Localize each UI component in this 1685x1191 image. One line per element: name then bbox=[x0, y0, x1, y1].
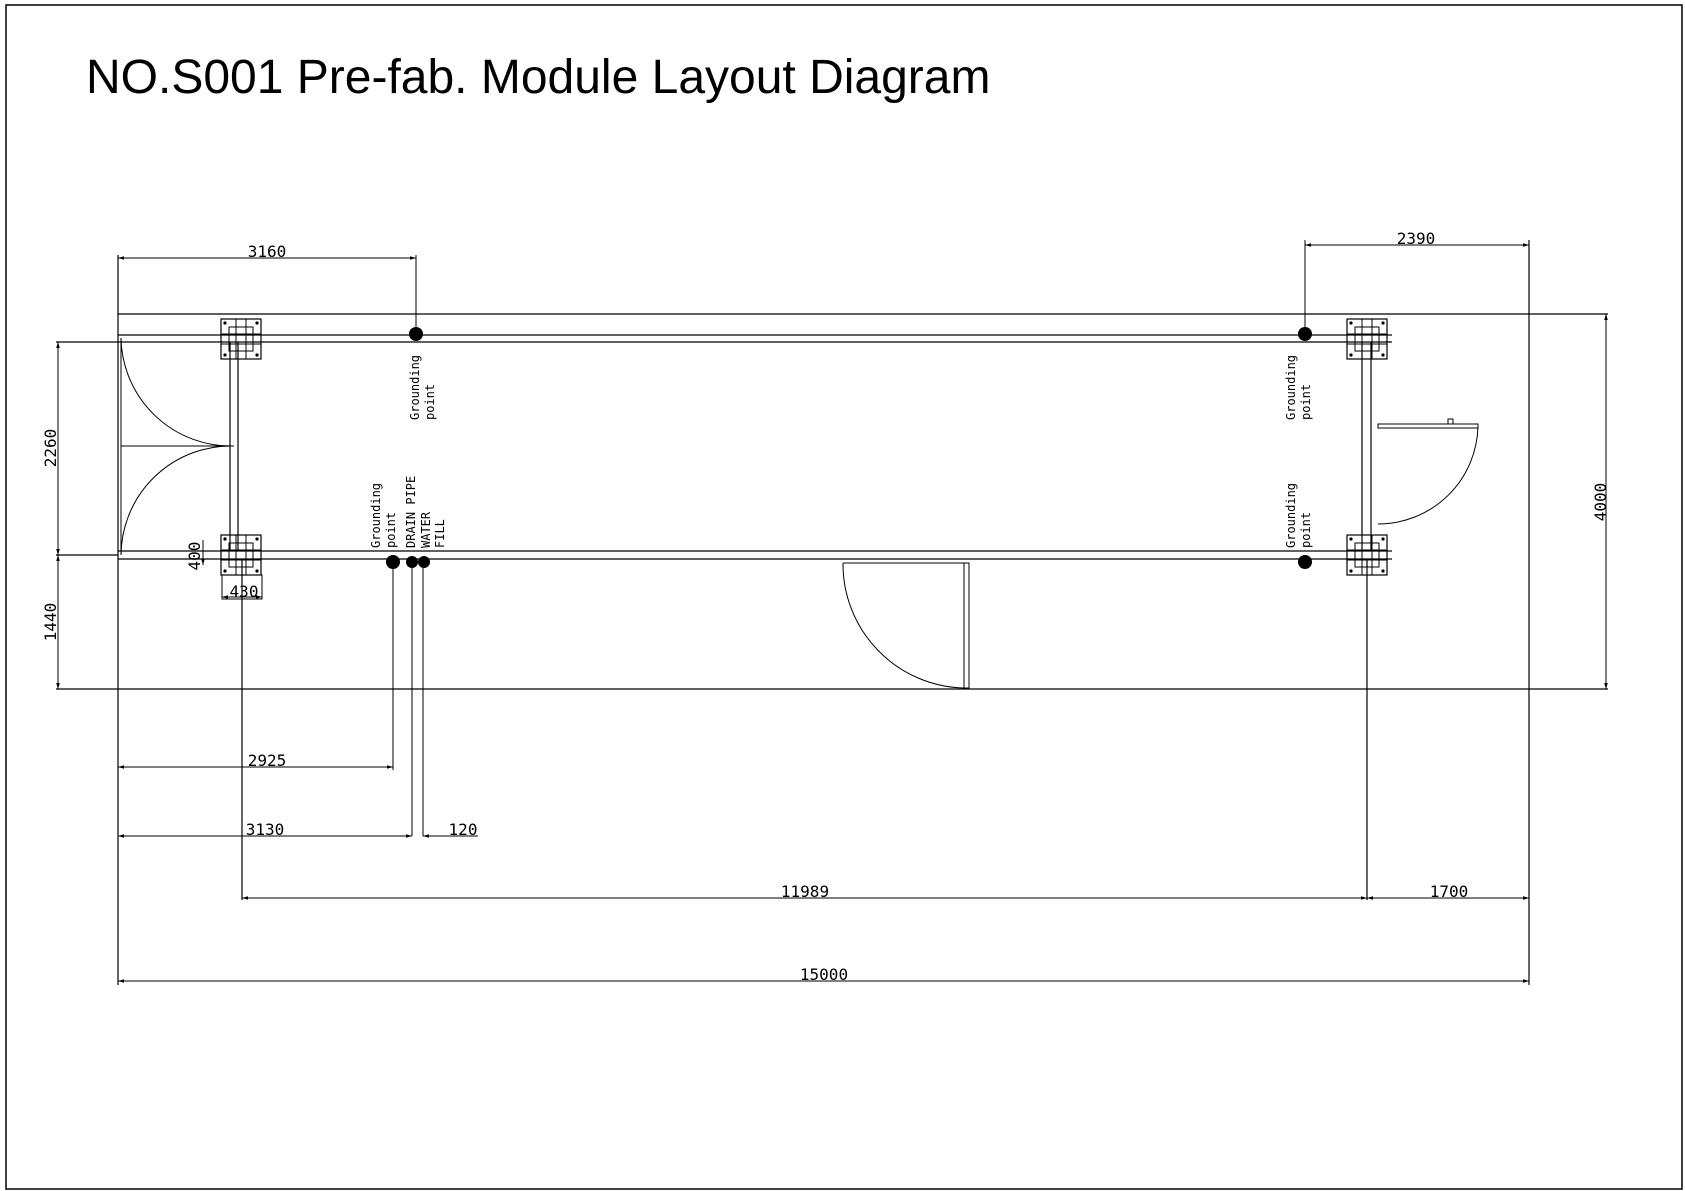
door-right bbox=[1378, 419, 1478, 524]
svg-text:point: point bbox=[1299, 384, 1313, 420]
grounding-point-marker bbox=[1298, 327, 1312, 341]
door-main bbox=[843, 563, 969, 688]
label-grounding-point-3: Grounding point bbox=[1284, 483, 1313, 548]
corner-casting bbox=[1347, 319, 1387, 359]
dim-1700: 1700 bbox=[1430, 882, 1469, 901]
svg-text:FILL: FILL bbox=[433, 519, 447, 548]
drain-pipe-marker bbox=[406, 556, 418, 568]
dim-430: 430 bbox=[230, 582, 259, 601]
corner-casting bbox=[221, 319, 261, 359]
dim-3160: 3160 bbox=[248, 242, 287, 261]
label-grounding-point-2: Grounding point bbox=[1284, 355, 1313, 420]
svg-text:Grounding: Grounding bbox=[408, 355, 422, 420]
door-left-upper bbox=[121, 338, 234, 446]
grounding-point-marker bbox=[1298, 555, 1312, 569]
label-water-fill: WATER FILL bbox=[419, 511, 447, 548]
module-walls bbox=[56, 335, 1392, 900]
svg-text:point: point bbox=[423, 384, 437, 420]
dim-3130: 3130 bbox=[246, 820, 285, 839]
grounding-point-marker bbox=[386, 555, 400, 569]
water-fill-marker bbox=[418, 556, 430, 568]
dim-2260: 2260 bbox=[41, 429, 60, 468]
svg-text:point: point bbox=[1299, 512, 1313, 548]
svg-text:Grounding: Grounding bbox=[369, 483, 383, 548]
site-footprint bbox=[56, 240, 1608, 985]
svg-text:DRAIN PIPE: DRAIN PIPE bbox=[404, 476, 418, 548]
dim-120: 120 bbox=[449, 820, 478, 839]
dim-4000: 4000 bbox=[1591, 483, 1610, 522]
dim-15000: 15000 bbox=[800, 965, 848, 984]
dim-2390: 2390 bbox=[1397, 229, 1436, 248]
svg-text:WATER: WATER bbox=[419, 511, 433, 548]
label-grounding-point-1: Grounding point bbox=[408, 355, 437, 420]
grounding-point-marker bbox=[409, 327, 423, 341]
corner-casting bbox=[221, 535, 261, 575]
label-drain-pipe: DRAIN PIPE bbox=[404, 476, 418, 548]
dim-11989: 11989 bbox=[781, 882, 829, 901]
dim-1440: 1440 bbox=[41, 603, 60, 642]
dim-400: 400 bbox=[185, 542, 204, 571]
door-left-lower bbox=[121, 446, 234, 555]
label-grounding-point-4: Grounding point bbox=[369, 483, 398, 548]
dim-2925: 2925 bbox=[248, 751, 287, 770]
svg-text:point: point bbox=[384, 512, 398, 548]
svg-text:Grounding: Grounding bbox=[1284, 483, 1298, 548]
svg-text:Grounding: Grounding bbox=[1284, 355, 1298, 420]
